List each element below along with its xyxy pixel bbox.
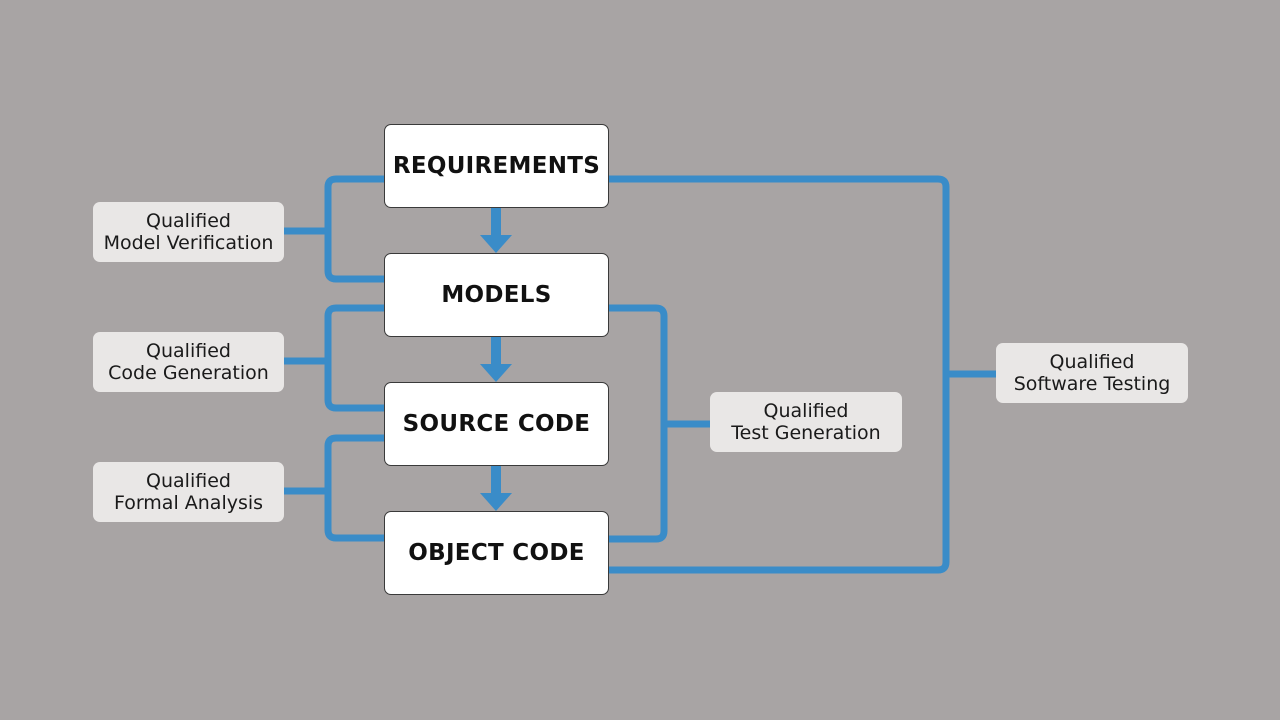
software-testing-line2: Software Testing <box>1013 373 1171 395</box>
connector-formal-analysis <box>324 434 384 542</box>
formal-analysis-box: Qualified Formal Analysis <box>93 462 284 522</box>
connector-model-verification <box>324 175 384 283</box>
code-generation-box: Qualified Code Generation <box>93 332 284 392</box>
connector-software-testing <box>609 175 950 574</box>
source-code-label: SOURCE CODE <box>402 411 591 437</box>
test-generation-line2: Test Generation <box>731 422 881 444</box>
formal-analysis-line1: Qualified <box>146 470 231 492</box>
model-verification-box: Qualified Model Verification <box>93 202 284 262</box>
model-verification-line1: Qualified <box>146 210 231 232</box>
model-verification-line2: Model Verification <box>103 232 274 254</box>
software-testing-line1: Qualified <box>1049 351 1135 373</box>
requirements-box: REQUIREMENTS <box>384 124 609 208</box>
arrow-models-to-source-code <box>480 337 512 382</box>
models-box: MODELS <box>384 253 609 337</box>
test-generation-line1: Qualified <box>763 400 849 422</box>
object-code-box: OBJECT CODE <box>384 511 609 595</box>
formal-analysis-line2: Formal Analysis <box>113 492 264 514</box>
object-code-label: OBJECT CODE <box>408 540 585 566</box>
connector-code-generation <box>324 304 384 412</box>
code-generation-line1: Qualified <box>146 340 231 362</box>
code-generation-line2: Code Generation <box>108 362 269 384</box>
arrow-source-code-to-object-code <box>480 466 512 511</box>
source-code-box: SOURCE CODE <box>384 382 609 466</box>
arrow-requirements-to-models <box>480 208 512 253</box>
models-label: MODELS <box>441 282 552 308</box>
connector-test-generation <box>609 304 668 543</box>
requirements-label: REQUIREMENTS <box>392 153 601 179</box>
software-testing-box: Qualified Software Testing <box>996 343 1188 403</box>
test-generation-box: Qualified Test Generation <box>710 392 902 452</box>
